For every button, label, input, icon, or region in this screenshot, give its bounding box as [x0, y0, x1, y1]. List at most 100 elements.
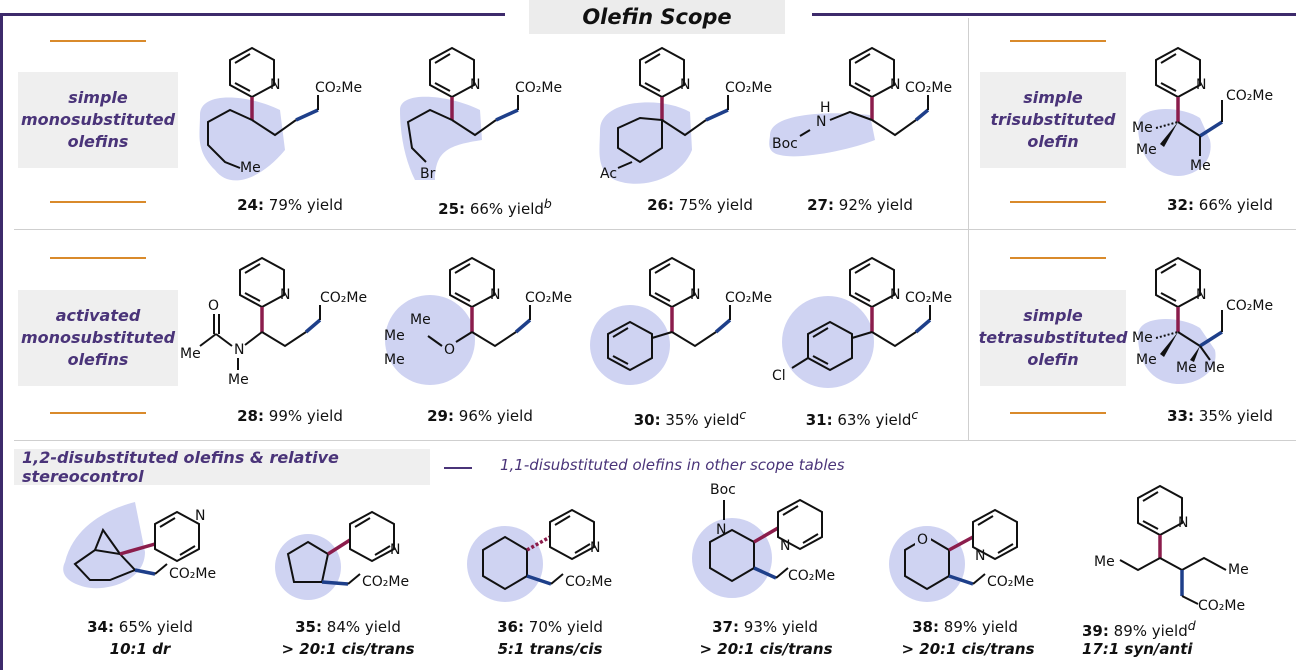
- structure-29: N CO₂Me O Me Me Me: [384, 256, 572, 385]
- svg-text:CO₂Me: CO₂Me: [725, 80, 772, 96]
- category-simple-trisubstituted: simple trisubstituted olefin: [980, 72, 1126, 168]
- svg-text:CO₂Me: CO₂Me: [788, 568, 835, 584]
- svg-text:Me: Me: [240, 160, 261, 176]
- yield-label-34: 34: 65% yield: [87, 618, 193, 636]
- selectivity-35: > 20:1 cis/trans: [281, 640, 415, 658]
- yield-label-35: 35: 84% yield: [295, 618, 401, 636]
- svg-text:CO₂Me: CO₂Me: [725, 290, 772, 306]
- orange-rule: [1010, 201, 1106, 203]
- svg-text:N: N: [1196, 77, 1206, 93]
- structure-31: N CO₂Me Cl: [772, 256, 952, 388]
- orange-rule: [50, 201, 146, 203]
- svg-text:CO₂Me: CO₂Me: [1198, 598, 1245, 612]
- svg-text:N: N: [1178, 515, 1188, 531]
- svg-text:N: N: [1196, 287, 1206, 303]
- svg-text:N: N: [716, 522, 726, 538]
- svg-text:N: N: [270, 77, 280, 93]
- svg-text:Me: Me: [410, 312, 431, 328]
- svg-text:Me: Me: [1132, 330, 1153, 346]
- svg-text:CO₂Me: CO₂Me: [565, 574, 612, 590]
- svg-text:Me: Me: [1136, 352, 1157, 368]
- yield-label-24: 24: 79% yield: [237, 196, 343, 214]
- svg-text:Me: Me: [1228, 562, 1249, 578]
- orange-rule: [50, 40, 146, 42]
- section-header: 1,2-disubstituted olefins & relative ste…: [14, 448, 430, 486]
- svg-text:Boc: Boc: [772, 136, 798, 152]
- selectivity-36: 5:1 trans/cis: [497, 640, 603, 658]
- svg-text:Me: Me: [1176, 360, 1197, 376]
- structure-30: N CO₂Me: [590, 256, 772, 385]
- svg-text:Me: Me: [1190, 158, 1211, 174]
- column-separator-2: [968, 229, 969, 440]
- svg-text:Cl: Cl: [772, 368, 786, 384]
- category-simple-monosubstituted: simple monosubstituted olefins: [18, 72, 178, 168]
- yield-label-30: 30: 35% yieldc: [633, 407, 747, 429]
- yield-label-39: 39: 89% yieldd: [1082, 618, 1196, 640]
- svg-text:CO₂Me: CO₂Me: [987, 574, 1034, 590]
- svg-text:Me: Me: [180, 346, 201, 362]
- row-separator-1: [14, 229, 1296, 230]
- svg-text:Me: Me: [1132, 120, 1153, 136]
- svg-text:N: N: [234, 342, 244, 358]
- svg-text:Me: Me: [384, 328, 405, 344]
- structure-37: Boc N N CO₂Me: [692, 482, 835, 598]
- yield-label-33: 33: 35% yield: [1167, 407, 1273, 425]
- structure-35: N CO₂Me: [275, 510, 409, 600]
- svg-text:Me: Me: [384, 352, 405, 368]
- structure-24: N CO₂Me Me: [199, 46, 362, 181]
- svg-text:N: N: [780, 538, 790, 554]
- page-title: Olefin Scope: [529, 0, 785, 34]
- structure-27: N CO₂Me H N Boc: [769, 46, 952, 157]
- svg-text:N: N: [390, 542, 400, 558]
- svg-text:N: N: [890, 77, 900, 93]
- svg-text:CO₂Me: CO₂Me: [169, 566, 216, 582]
- svg-text:N: N: [195, 508, 205, 524]
- svg-text:CO₂Me: CO₂Me: [315, 80, 362, 96]
- yield-label-38: 38: 89% yield: [912, 618, 1018, 636]
- svg-text:N: N: [490, 287, 500, 303]
- svg-text:CO₂Me: CO₂Me: [1226, 88, 1273, 104]
- orange-rule: [1010, 40, 1106, 42]
- orange-rule: [50, 412, 146, 414]
- svg-text:N: N: [680, 77, 690, 93]
- svg-text:N: N: [816, 114, 826, 130]
- structure-28: N CO₂Me N Me O Me: [180, 256, 367, 388]
- orange-rule: [50, 257, 146, 259]
- svg-text:CO₂Me: CO₂Me: [905, 290, 952, 306]
- frame-left: [0, 13, 3, 670]
- selectivity-39: 17:1 syn/anti: [1082, 640, 1193, 658]
- svg-text:N: N: [690, 287, 700, 303]
- yield-label-29: 29: 96% yield: [427, 407, 533, 425]
- svg-text:Ac: Ac: [600, 166, 617, 182]
- selectivity-34: 10:1 dr: [109, 640, 171, 658]
- yield-label-36: 36: 70% yield: [497, 618, 603, 636]
- svg-text:CO₂Me: CO₂Me: [1226, 298, 1273, 314]
- svg-text:O: O: [917, 532, 928, 548]
- svg-text:CO₂Me: CO₂Me: [320, 290, 367, 306]
- yield-label-27: 27: 92% yield: [807, 196, 913, 214]
- svg-text:CO₂Me: CO₂Me: [362, 574, 409, 590]
- yield-label-28: 28: 99% yield: [237, 407, 343, 425]
- structure-26: N CO₂Me Ac: [599, 46, 772, 184]
- structure-36: N CO₂Me: [467, 508, 612, 602]
- section-note: 1,1-disubstituted olefins in other scope…: [500, 456, 845, 474]
- yield-label-37: 37: 93% yield: [712, 618, 818, 636]
- svg-text:Me: Me: [1136, 142, 1157, 158]
- svg-text:Me: Me: [1204, 360, 1225, 376]
- section-dash: [444, 467, 472, 469]
- svg-text:N: N: [975, 548, 985, 564]
- svg-text:Br: Br: [420, 166, 436, 182]
- structure-32: N CO₂Me Me Me Me: [1132, 46, 1273, 176]
- svg-text:N: N: [280, 287, 290, 303]
- svg-text:Boc: Boc: [710, 482, 736, 498]
- svg-text:H: H: [820, 100, 831, 116]
- svg-text:CO₂Me: CO₂Me: [905, 80, 952, 96]
- svg-text:CO₂Me: CO₂Me: [515, 80, 562, 96]
- svg-text:N: N: [890, 287, 900, 303]
- column-separator-1: [968, 18, 969, 229]
- category-activated-monosubstituted: activated monosubstituted olefins: [18, 290, 178, 386]
- selectivity-38: > 20:1 cis/trans: [901, 640, 1035, 658]
- frame-top-right: [812, 13, 1296, 16]
- structure-38: O N CO₂Me: [889, 508, 1034, 602]
- svg-text:N: N: [590, 540, 600, 556]
